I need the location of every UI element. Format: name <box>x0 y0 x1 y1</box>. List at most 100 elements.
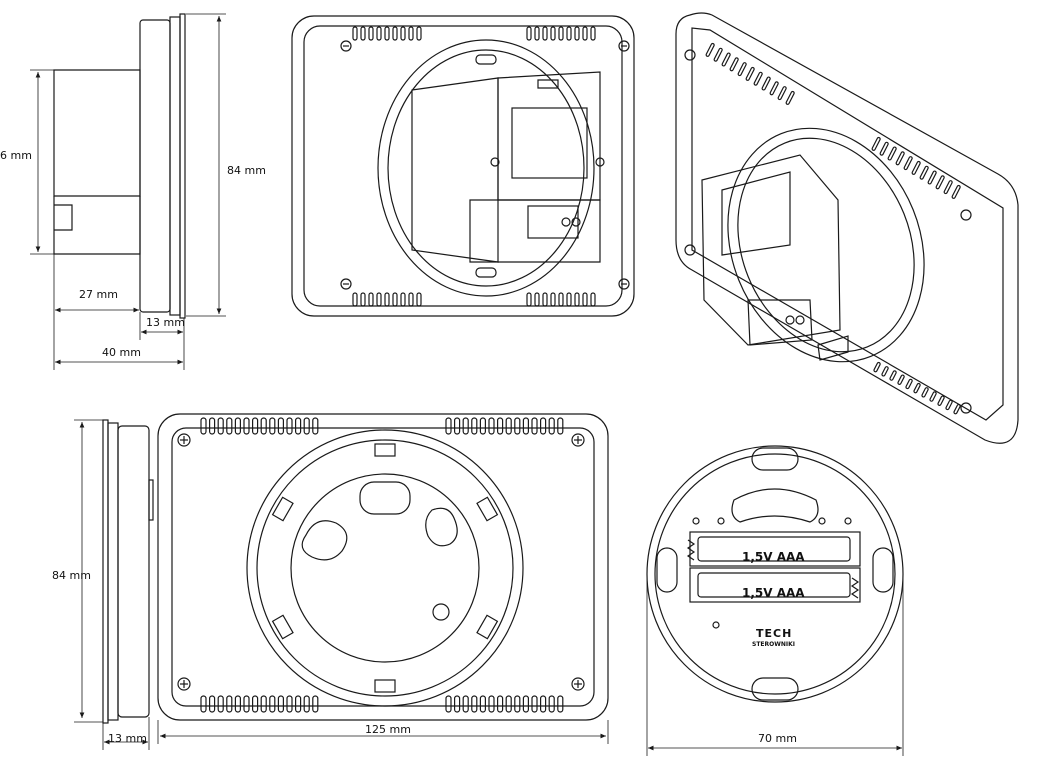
front-ring-mid <box>256 439 514 697</box>
side-front-glass <box>179 13 186 319</box>
vent-slot <box>745 66 755 81</box>
vent-slot <box>785 90 795 105</box>
vent-slot <box>384 26 390 41</box>
vent-slot <box>234 417 241 435</box>
vent-slot <box>454 417 461 435</box>
front-outer-frame <box>157 413 609 721</box>
vent-slot <box>408 26 414 41</box>
vent-slot <box>445 417 452 435</box>
vent-slot <box>234 695 241 713</box>
vent-slot <box>217 417 224 435</box>
dim-depth-total: 40 mm <box>102 346 141 359</box>
screw <box>960 209 972 221</box>
vent-slot <box>462 417 469 435</box>
vent-slot <box>911 160 921 175</box>
vent-slot <box>471 695 478 713</box>
vent-slot <box>352 26 358 41</box>
vent-slot <box>531 695 538 713</box>
vent-slot <box>462 695 469 713</box>
vent-slot <box>514 695 521 713</box>
vent-slot <box>761 76 771 91</box>
ring-tab <box>271 614 294 640</box>
vent-slot <box>937 395 945 406</box>
vent-slot <box>526 26 532 41</box>
vent-slot <box>953 403 961 415</box>
screw <box>684 244 696 256</box>
vent-slot <box>705 42 715 57</box>
brand-sub-text: STEROWNIKI <box>752 641 795 648</box>
rear-logo-mark <box>537 79 559 89</box>
brand-logo-text: TECH <box>756 627 793 640</box>
battery-box-side <box>411 77 499 263</box>
ring-tab <box>374 443 396 457</box>
vent-slot <box>226 695 233 713</box>
vent-slot <box>295 695 302 713</box>
terminal-area <box>469 199 601 263</box>
persp-box <box>701 154 841 346</box>
side-frame-rear <box>139 19 171 313</box>
vent-slot <box>871 136 881 151</box>
box-screw <box>595 157 605 167</box>
vent-slot <box>445 695 452 713</box>
vent-slot <box>217 695 224 713</box>
vent-slot <box>368 26 374 41</box>
vent-slot <box>368 292 374 307</box>
vent-slot <box>945 399 953 411</box>
vent-slot <box>312 417 319 435</box>
persp-flap <box>817 335 849 361</box>
vent-slot <box>534 292 540 307</box>
vent-slot <box>951 184 961 199</box>
vent-slot <box>471 417 478 435</box>
mount-slot-top <box>359 481 411 515</box>
vent-slot <box>303 695 310 713</box>
vent-slot <box>548 695 555 713</box>
persp-outer-frame <box>675 12 1019 444</box>
vent-slot <box>522 417 530 435</box>
vent-slot <box>209 695 216 713</box>
vent-slot <box>312 695 319 713</box>
vent-slot <box>582 26 588 41</box>
vent-slot <box>921 387 929 398</box>
screw <box>571 677 585 691</box>
vent-slot <box>454 695 461 713</box>
rear-perspective-view <box>291 15 635 317</box>
vent-slot <box>873 361 881 373</box>
front-view <box>157 413 609 721</box>
vent-slot <box>408 292 414 307</box>
vent-slot <box>879 141 889 156</box>
terminal-block <box>527 205 579 239</box>
vent-slot <box>557 417 564 435</box>
edge-view <box>102 419 154 724</box>
vent-slot <box>376 26 382 41</box>
vent-slot <box>542 26 548 41</box>
vent-slot <box>919 165 929 180</box>
mount-keyhole-left <box>301 520 348 561</box>
base-slot-left <box>656 547 678 593</box>
terminal-screw <box>561 217 571 227</box>
battery-spring <box>850 577 860 599</box>
vent-slot <box>558 292 564 307</box>
vent-slot <box>590 26 596 41</box>
vent-slot <box>881 366 889 377</box>
persp-inner-frame <box>691 27 1004 421</box>
persp-terminal-area <box>747 299 813 346</box>
vent-slot <box>539 695 547 713</box>
vent-slot <box>497 417 504 435</box>
battery-spring <box>686 539 696 561</box>
vent-slot <box>903 156 913 171</box>
vent-slot <box>574 292 580 307</box>
vent-slot <box>566 26 572 41</box>
vent-slot <box>550 292 556 307</box>
vent-slot <box>558 26 564 41</box>
persp-ring-inner <box>737 137 915 353</box>
vent-slot <box>243 417 250 435</box>
base-slot-right <box>872 547 894 593</box>
vent-slot <box>777 86 787 101</box>
vent-slot <box>713 47 723 62</box>
ring-tab <box>476 496 499 522</box>
vent-slot <box>400 292 406 307</box>
vent-slot <box>479 695 486 713</box>
contact-dot <box>712 621 720 629</box>
vent-slot <box>574 26 580 41</box>
